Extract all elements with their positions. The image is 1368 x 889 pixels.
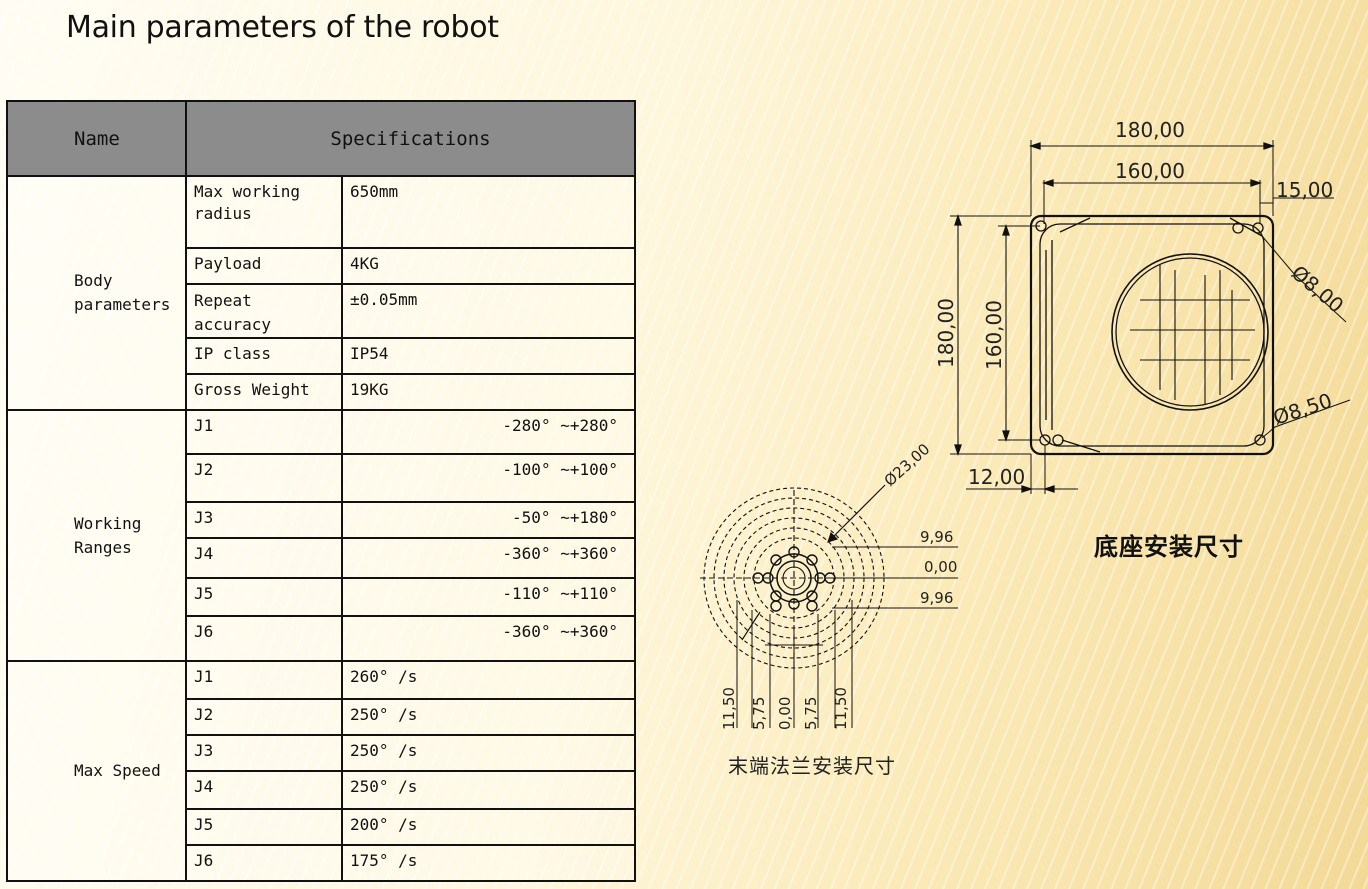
row-value: 650mm	[341, 175, 636, 249]
table-row: Repeat accuracy ±0.05mm	[7, 283, 636, 339]
row-label: J4	[185, 537, 343, 579]
dim-bottom-4: 5,75	[802, 697, 820, 730]
hole-bottom-right	[1254, 434, 1266, 446]
row-value: 250° /s	[341, 698, 636, 736]
table-row: IP class IP54	[7, 337, 636, 375]
flange-drawing	[700, 484, 958, 728]
group-max-speed: Max Speed	[6, 660, 187, 882]
row-value: -110° ~+110°	[341, 577, 636, 617]
dim-width-inner: 160,00	[1115, 159, 1185, 183]
table-row: J6 -360° ~+360°	[7, 615, 636, 662]
flange-dimension-labels: Ø23,00 9,96 0,00 9,96 11,50 5,75 0,00 5,…	[720, 440, 957, 730]
row-value: 175° /s	[341, 844, 636, 882]
parameters-table: Name Specifications Body parameters Max …	[6, 100, 636, 882]
row-label: J6	[185, 844, 343, 882]
dim-bottom-2: 5,75	[750, 697, 768, 730]
dim-offset: 15,00	[1276, 178, 1333, 202]
row-value: 19KG	[341, 373, 636, 411]
dim-bottom-1: 11,50	[720, 687, 738, 730]
table-row: J5 200° /s	[7, 808, 636, 846]
table-row: J3 250° /s	[7, 734, 636, 772]
row-value: ±0.05mm	[341, 283, 636, 339]
dim-bottom-offset: 12,00	[968, 465, 1025, 489]
dim-width-outer: 180,00	[1115, 118, 1185, 142]
header-name: Name	[6, 100, 187, 177]
row-label: J2	[185, 453, 343, 503]
row-label: J1	[185, 409, 343, 455]
dim-right-1: 9,96	[920, 528, 953, 546]
row-label: J5	[185, 577, 343, 617]
row-label: J5	[185, 808, 343, 846]
header-specifications: Specifications	[185, 100, 636, 177]
group-working-ranges: Working Ranges	[6, 409, 187, 662]
dim-flange-diameter: Ø23,00	[881, 440, 934, 490]
row-value: 260° /s	[341, 660, 636, 700]
row-value: -360° ~+360°	[341, 615, 636, 662]
row-value: -100° ~+100°	[341, 453, 636, 503]
table-row: Payload 4KG	[7, 247, 636, 285]
row-label: J3	[185, 501, 343, 539]
table-row: J2 250° /s	[7, 698, 636, 736]
row-value: -280° ~+280°	[341, 409, 636, 455]
row-value: 250° /s	[341, 734, 636, 772]
row-label: Repeat accuracy	[185, 283, 343, 339]
row-label: J4	[185, 770, 343, 810]
row-label: J1	[185, 660, 343, 700]
row-label: Max working radius	[185, 175, 343, 249]
row-value: -50° ~+180°	[341, 501, 636, 539]
table-row: Max Speed J1 260° /s	[6, 660, 636, 882]
dim-bottom-3: 0,00	[776, 697, 794, 730]
table-row: J2 -100° ~+100°	[7, 453, 636, 503]
row-value: 200° /s	[341, 808, 636, 846]
dim-bottom-5: 11,50	[832, 687, 850, 730]
hole-top-right	[1232, 222, 1244, 234]
base-mounting-drawing	[950, 140, 1351, 494]
dim-height-inner: 160,00	[982, 300, 1006, 370]
group-body-parameters: Body parameters	[6, 175, 187, 411]
row-value: -360° ~+360°	[341, 537, 636, 579]
table-row: Body parameters Max working radius 650mm	[6, 175, 636, 411]
row-label: Gross Weight	[185, 373, 343, 411]
row-value: 250° /s	[341, 770, 636, 810]
row-label: J6	[185, 615, 343, 662]
row-value: 4KG	[341, 247, 636, 285]
row-value: IP54	[341, 337, 636, 375]
table-row: J4 -360° ~+360°	[7, 537, 636, 579]
table-row: J6 175° /s	[7, 844, 636, 882]
flange-caption: 末端法兰安装尺寸	[728, 754, 896, 778]
row-label: J3	[185, 734, 343, 772]
table-row: J5 -110° ~+110°	[7, 577, 636, 617]
table-row: J4 250° /s	[7, 770, 636, 810]
table-header-row: Name Specifications	[6, 100, 636, 177]
table-row: Gross Weight 19KG	[7, 373, 636, 411]
dim-right-2: 0,00	[924, 558, 957, 576]
row-label: J2	[185, 698, 343, 736]
page-title: Main parameters of the robot	[66, 10, 499, 45]
table-row: Working Ranges J1 -280° ~+280°	[6, 409, 636, 662]
technical-drawing: 180,00 160,00 15,00 180,00 160,00 Ø8,00 …	[700, 118, 1351, 730]
row-label: IP class	[185, 337, 343, 375]
base-caption: 底座安装尺寸	[1094, 533, 1244, 561]
dim-hole-bottom: Ø8,50	[1270, 388, 1335, 429]
table-row: J3 -50° ~+180°	[7, 501, 636, 539]
row-label: Payload	[185, 247, 343, 285]
dim-height-outer: 180,00	[934, 298, 958, 368]
dim-right-3: 9,96	[920, 589, 953, 607]
base-dimension-labels: 180,00 160,00 15,00 180,00 160,00 Ø8,00 …	[934, 118, 1348, 489]
dim-hole-top: Ø8,00	[1287, 260, 1349, 317]
